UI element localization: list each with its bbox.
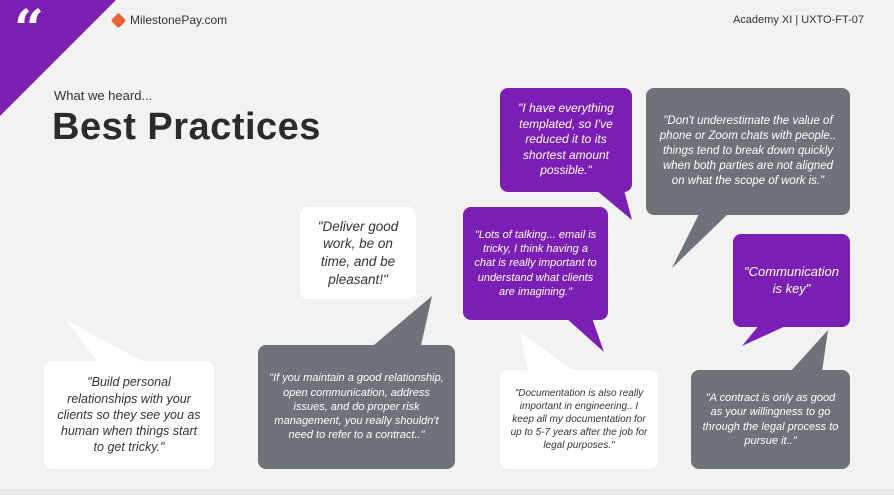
brand: MilestonePay.com [110,12,228,28]
page-title: Best Practices [52,106,321,148]
quote-templated: "I have everything templated, so I've re… [500,88,632,192]
quote-build-relationships: "Build personal relationships with your … [44,361,214,469]
tail-maintain-relationship [368,296,432,350]
tail-build-relationships [66,320,150,365]
tail-documentation [520,332,576,372]
quote-communication-key: "Communication is key" [733,234,850,327]
quote-maintain-relationship: "If you maintain a good relationship, op… [258,345,455,469]
quote-documentation: "Documentation is also really important … [500,370,658,469]
quote-contract: "A contract is only as good as your will… [691,370,850,469]
quote-lots-of-talking: "Lots of talking... email is tricky, I t… [463,207,608,320]
section-kicker: What we heard... [54,88,153,103]
tail-communication-key [742,324,790,346]
tail-dont-underestimate [672,212,730,268]
brand-name: MilestonePay.com [130,13,228,27]
corner-triangle [0,0,116,116]
course-code: Academy XI | UXTO-FT-07 [732,14,864,26]
tail-lots-of-talking [566,318,604,352]
quote-dont-underestimate: "Don't underestimate the value of phone … [646,88,850,215]
bottom-strip [0,489,894,495]
quote-mark-icon: “ [14,0,44,60]
tail-contract [790,330,828,372]
diamond-logo-icon [110,12,127,28]
quote-deliver-good-work: "Deliver good work, be on time, and be p… [300,207,416,299]
